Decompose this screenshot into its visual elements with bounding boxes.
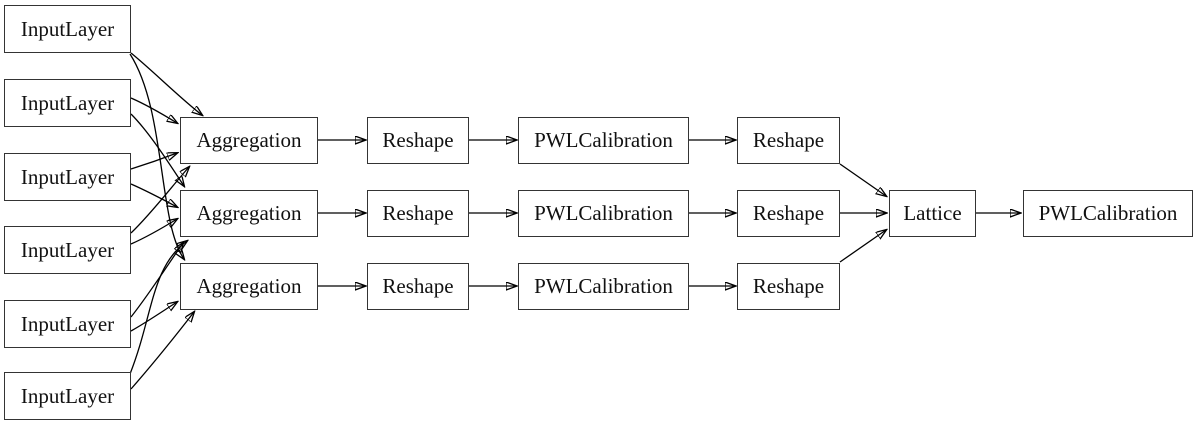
node-aggregation-2: Aggregation — [180, 190, 318, 237]
node-reshape-a1: Reshape — [367, 117, 469, 164]
node-reshape-a2: Reshape — [367, 190, 469, 237]
node-aggregation-3: Aggregation — [180, 263, 318, 310]
edge-input6-agg3 — [130, 312, 194, 390]
edge-input2-agg1 — [130, 97, 177, 123]
edge-input4-agg2 — [130, 219, 177, 245]
edge-input3-agg2 — [130, 183, 177, 207]
edge-input4-agg1 — [130, 167, 189, 234]
node-reshape-b1: Reshape — [737, 117, 840, 164]
edge-reshape-b1-lattice — [839, 163, 886, 196]
node-aggregation-1: Aggregation — [180, 117, 318, 164]
node-input-layer-3: InputLayer — [4, 153, 131, 201]
edge-input6-agg2 — [129, 241, 187, 375]
node-reshape-a3: Reshape — [367, 263, 469, 310]
edge-input5-agg3 — [130, 302, 177, 332]
node-input-layer-1: InputLayer — [4, 5, 131, 53]
edge-input1-agg3 — [129, 53, 184, 259]
node-pwl-calibration-1: PWLCalibration — [518, 117, 689, 164]
edge-input5-agg2 — [130, 243, 183, 318]
edge-input1-agg1 — [130, 52, 202, 115]
edge-input2-agg2 — [130, 113, 184, 186]
node-reshape-b3: Reshape — [737, 263, 840, 310]
node-reshape-b2: Reshape — [737, 190, 840, 237]
node-pwl-calibration-output: PWLCalibration — [1023, 190, 1193, 237]
edge-input3-agg1 — [130, 153, 177, 170]
node-input-layer-2: InputLayer — [4, 79, 131, 127]
node-lattice: Lattice — [889, 190, 976, 237]
node-input-layer-4: InputLayer — [4, 226, 131, 274]
node-input-layer-6: InputLayer — [4, 372, 131, 420]
edge-reshape-b3-lattice — [839, 230, 886, 263]
node-pwl-calibration-3: PWLCalibration — [518, 263, 689, 310]
node-input-layer-5: InputLayer — [4, 300, 131, 348]
node-pwl-calibration-2: PWLCalibration — [518, 190, 689, 237]
